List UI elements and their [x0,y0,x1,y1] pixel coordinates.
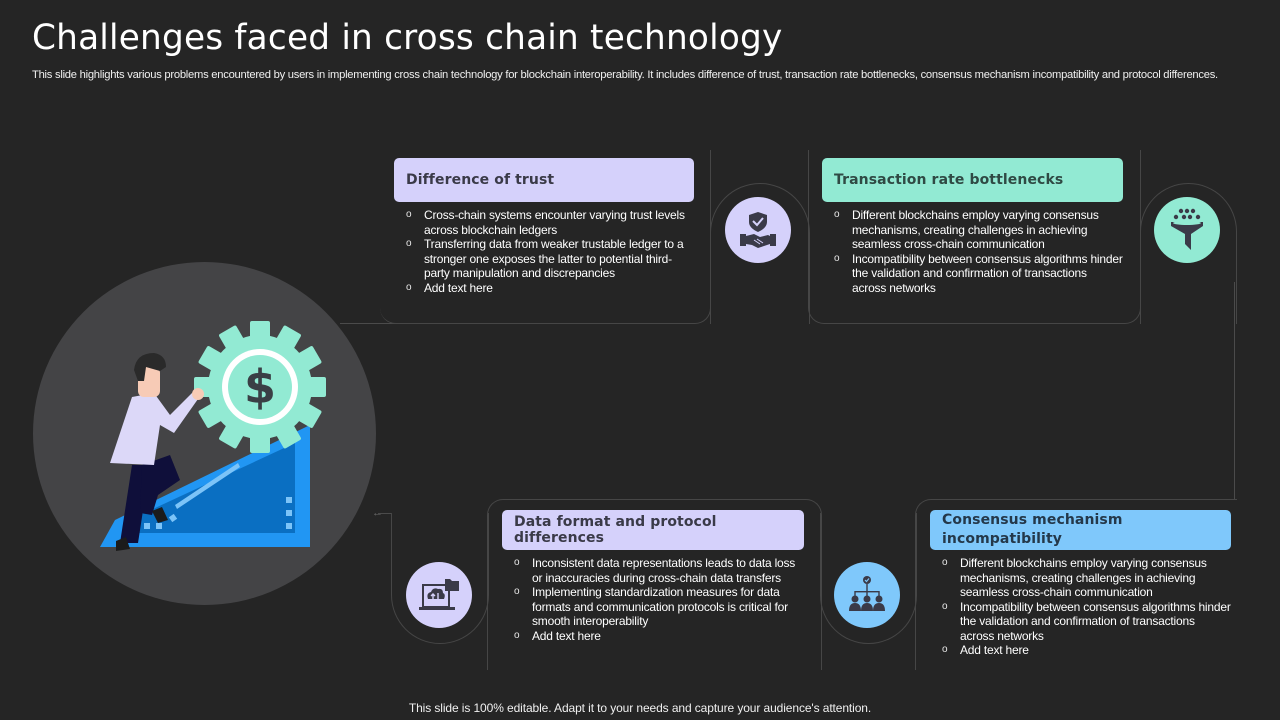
transaction-card-title: Transaction rate bottlenecks [834,172,1064,188]
connector-line [340,323,400,324]
connector-line [1234,282,1235,500]
trust-card-title: Difference of trust [406,172,555,188]
person-pushing-dollar-gear-icon: $ [100,321,326,551]
slide-title: Challenges faced in cross chain technolo… [32,18,783,58]
laptop-cloud-transfer-icon [419,579,459,610]
svg-text:$: $ [244,360,276,414]
slide-subtitle: This slide highlights various problems e… [32,69,1218,81]
consensus-icon-arch [820,513,917,644]
org-hierarchy-check-icon [849,576,885,611]
dataformat-icon-arch [391,513,489,644]
connector-arrow [378,513,392,514]
dataformat-icon-circle [406,562,472,628]
trust-icon-arch [710,183,810,324]
transaction-icon-circle [1154,197,1220,263]
consensus-card-title: Consensus mechanism incompatibility [942,512,1123,547]
shield-handshake-icon [740,212,776,248]
dataformat-card-header: Data format and protocol differences [502,510,804,550]
trust-card-header: Difference of trust [394,158,694,202]
transaction-card-header: Transaction rate bottlenecks [822,158,1123,202]
footer-note: This slide is 100% editable. Adapt it to… [408,701,872,715]
consensus-icon-circle [834,562,900,628]
trust-icon-circle [725,197,791,263]
transaction-icon-arch [1140,183,1237,324]
dataformat-card-title: Data format and protocol differences [514,514,717,546]
funnel-filter-icon [1171,208,1203,250]
arrow-left-icon: ← [372,507,383,519]
consensus-card-header: Consensus mechanism incompatibility [930,510,1231,550]
hero-circle [33,262,376,605]
